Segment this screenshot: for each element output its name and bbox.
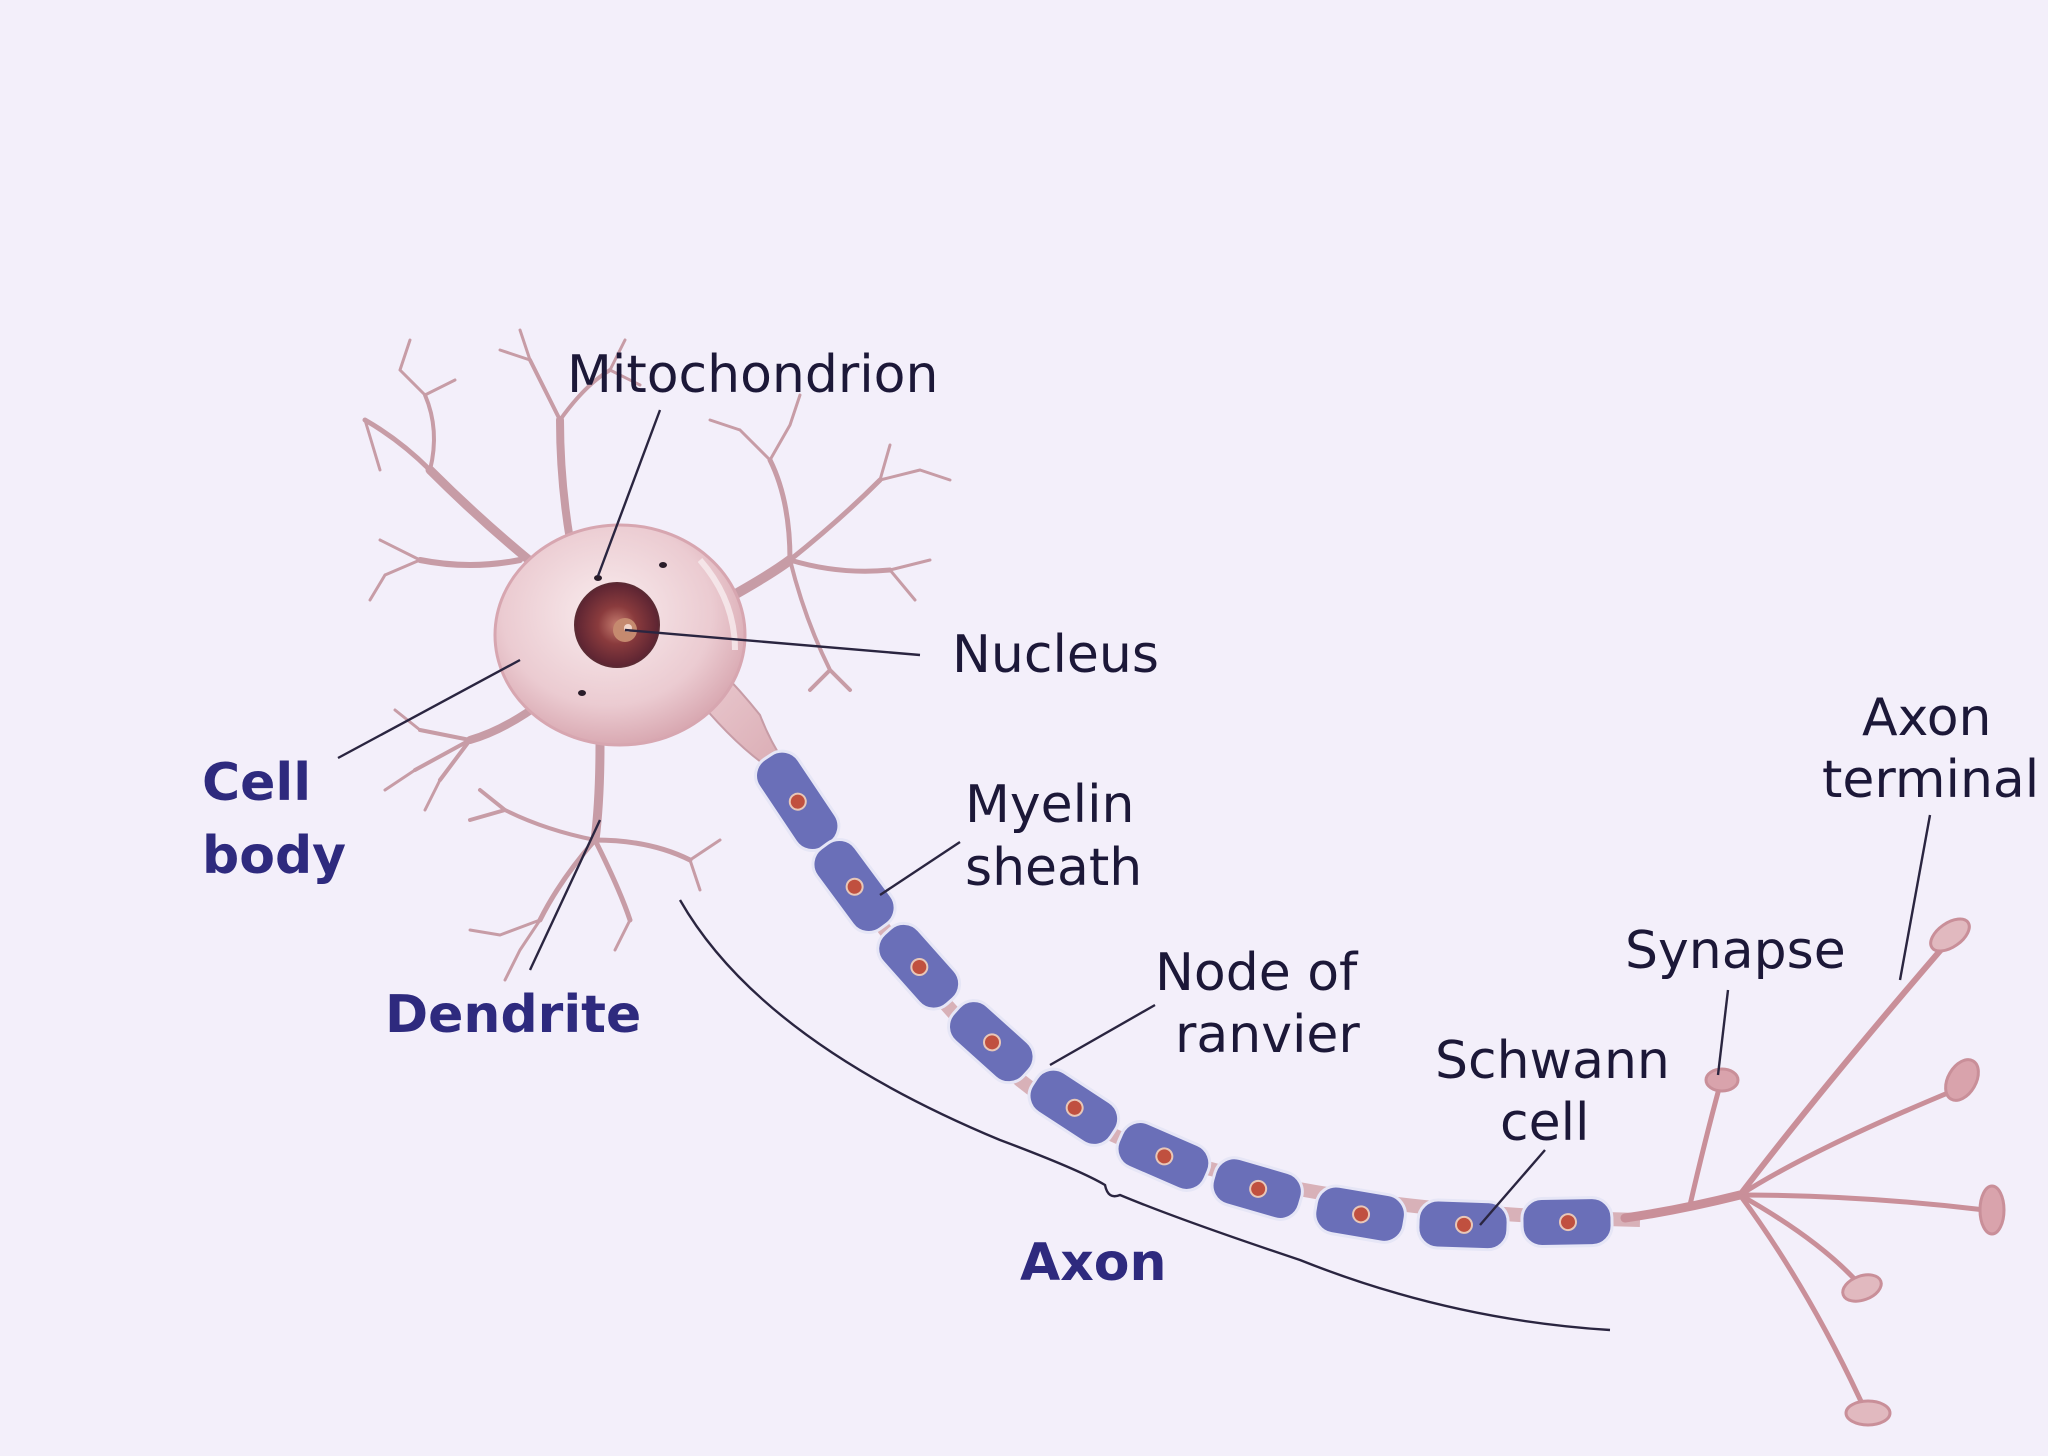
dendrites: [362, 328, 952, 982]
label-nucleus: Nucleus: [952, 625, 1159, 685]
label-synapse: Synapse: [1625, 921, 1846, 981]
schwann-cell: [876, 921, 962, 1011]
label-myelin-2: sheath: [965, 838, 1142, 898]
label-axon-terminal-2: terminal: [1822, 750, 2039, 810]
schwann-cell: [947, 999, 1036, 1085]
mitochondria: [578, 562, 667, 696]
label-mitochondrion: Mitochondrion: [567, 345, 938, 405]
leader-schwann: [1479, 1149, 1546, 1226]
leader-cell-body: [337, 658, 521, 760]
label-node-1: Node of: [1155, 943, 1359, 1003]
leader-node: [1049, 1003, 1156, 1067]
leader-myelin: [879, 840, 961, 897]
label-myelin-1: Myelin: [965, 775, 1134, 835]
leader-lines: [337, 409, 1932, 1226]
label-axon: Axon: [1020, 1233, 1167, 1293]
label-cell-body-1: Cell: [202, 753, 311, 813]
label-schwann-2: cell: [1500, 1093, 1589, 1153]
schwann-cell: [811, 837, 897, 934]
leader-axon-terminal: [1898, 814, 1932, 981]
schwann-cell: [1115, 1120, 1212, 1192]
label-axon-terminal-1: Axon: [1862, 688, 1992, 748]
schwann-cell: [1210, 1156, 1304, 1221]
schwann-cell: [1313, 1184, 1407, 1244]
schwann-cell: [1027, 1067, 1121, 1147]
nucleus: [574, 582, 660, 668]
label-dendrite: Dendrite: [385, 985, 641, 1045]
axon-terminal: [1620, 917, 2006, 1427]
label-schwann-1: Schwann: [1435, 1031, 1670, 1091]
leader-synapse: [1716, 989, 1730, 1076]
leader-dendrite: [528, 819, 602, 971]
myelin-sheath: [754, 749, 1614, 1252]
schwann-cell: [1416, 1198, 1510, 1252]
axon-bracket: [678, 899, 1611, 1332]
label-cell-body-2: body: [202, 826, 346, 886]
schwann-cell: [1520, 1196, 1614, 1248]
leader-nucleus: [624, 628, 921, 657]
leader-mitochondrion: [596, 409, 662, 577]
label-node-2: ranvier: [1175, 1005, 1360, 1065]
